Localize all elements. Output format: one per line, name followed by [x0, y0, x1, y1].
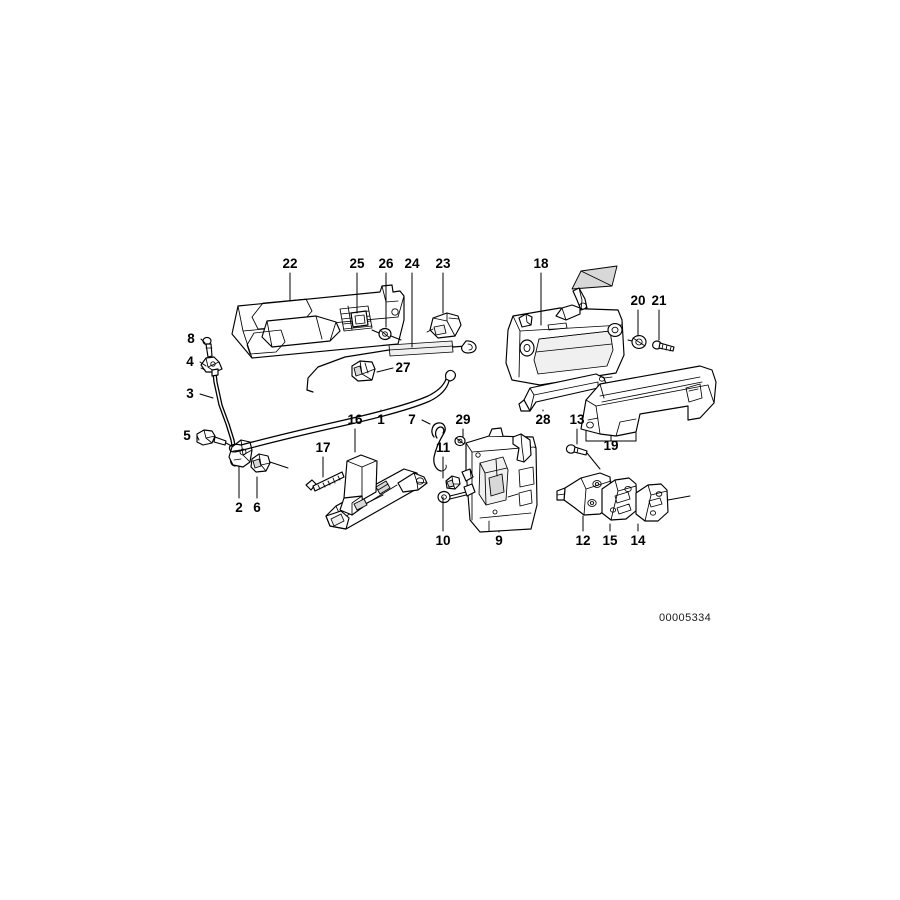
callout-19: 19 — [603, 435, 619, 453]
callout-number-10: 10 — [435, 533, 450, 548]
part-24-operating-rod-sleeve — [306, 340, 477, 393]
callout-leader-4 — [199, 361, 207, 367]
callout-number-16: 16 — [347, 412, 363, 427]
part-15-striker-shim-plate — [601, 477, 638, 521]
callout-number-21: 21 — [651, 293, 667, 308]
part-6-retaining-clip — [250, 453, 289, 473]
part-19-exterior-door-handle-grip — [580, 365, 717, 442]
callout-number-15: 15 — [602, 533, 618, 548]
callout-22: 22 — [282, 256, 298, 301]
callout-number-2: 2 — [235, 500, 243, 515]
part-1-connecting-rod — [228, 369, 456, 453]
callout-leader-27 — [376, 367, 394, 373]
part-22-interior-door-handle-bezel — [231, 284, 405, 359]
callout-8: 8 — [187, 331, 206, 346]
callout-number-20: 20 — [630, 293, 645, 308]
part-4-clip — [200, 356, 223, 373]
part-2-bellcrank-lever — [228, 439, 253, 468]
callout-number-26: 26 — [378, 256, 394, 271]
part-23-rod-clip-bracket — [426, 312, 462, 339]
part-7-hook-rod — [431, 422, 447, 472]
callout-11: 11 — [436, 440, 451, 479]
callout-7: 7 — [408, 412, 431, 427]
part-20-washer — [627, 335, 647, 349]
callout-6: 6 — [253, 476, 261, 515]
part-27-rod-guide-clip — [351, 360, 376, 382]
callout-18: 18 — [533, 256, 549, 326]
callout-number-11: 11 — [436, 440, 451, 455]
callout-26: 26 — [378, 256, 394, 328]
callout-5: 5 — [183, 428, 200, 443]
part-5-rod-end-socket — [196, 429, 244, 453]
callout-12: 12 — [575, 515, 591, 548]
callout-number-1: 1 — [377, 412, 385, 427]
callout-number-28: 28 — [535, 412, 551, 427]
callout-23: 23 — [435, 256, 451, 314]
callout-13: 13 — [569, 412, 585, 445]
part-28-handle-seal-gasket — [518, 373, 613, 412]
callout-16: 16 — [347, 412, 363, 453]
part-11-latch-clip — [445, 475, 461, 490]
callout-number-9: 9 — [495, 533, 503, 548]
part-17-actuator-screw — [305, 471, 345, 492]
callout-number-22: 22 — [282, 256, 297, 271]
callout-number-8: 8 — [187, 331, 195, 346]
part-29-nut — [454, 435, 466, 447]
callout-leader-3 — [199, 393, 214, 399]
part-13-striker-bolt — [565, 444, 601, 470]
callout-number-23: 23 — [435, 256, 451, 271]
callout-21: 21 — [651, 293, 667, 341]
part-26-grommet — [371, 327, 402, 341]
callout-1: 1 — [377, 409, 385, 427]
part-25-cover-cap — [350, 310, 369, 328]
callout-number-12: 12 — [575, 533, 590, 548]
callout-28: 28 — [535, 409, 551, 427]
callout-25: 25 — [349, 256, 365, 314]
callout-14: 14 — [630, 523, 646, 548]
callout-number-5: 5 — [183, 428, 191, 443]
callout-number-4: 4 — [186, 354, 194, 369]
part-9-door-latch-assembly — [461, 427, 538, 533]
part-12-door-striker — [556, 472, 613, 516]
callout-number-25: 25 — [349, 256, 365, 271]
callout-number-29: 29 — [455, 412, 470, 427]
part-14-striker-shim-plate-thin — [635, 483, 691, 522]
part-8-pin — [202, 336, 213, 358]
callout-17: 17 — [315, 440, 331, 478]
callout-leader-7 — [421, 419, 431, 425]
callout-4: 4 — [186, 354, 207, 369]
part-3-lock-rod — [211, 368, 237, 467]
callout-27: 27 — [376, 360, 411, 375]
callout-number-7: 7 — [408, 412, 416, 427]
part-21-screw — [652, 340, 675, 352]
callout-number-17: 17 — [315, 440, 330, 455]
callout-number-19: 19 — [603, 438, 618, 453]
callout-number-3: 3 — [186, 386, 194, 401]
callout-number-18: 18 — [533, 256, 549, 271]
callout-9: 9 — [495, 530, 503, 548]
callout-29: 29 — [455, 412, 471, 438]
callout-number-6: 6 — [253, 500, 261, 515]
callout-2: 2 — [235, 465, 243, 515]
callout-number-13: 13 — [569, 412, 585, 427]
callout-10: 10 — [435, 496, 451, 548]
callout-leader-5 — [196, 435, 200, 441]
callout-number-27: 27 — [395, 360, 410, 375]
callout-15: 15 — [602, 523, 618, 548]
callout-number-14: 14 — [630, 533, 646, 548]
diagram-id-label: 00005334 — [659, 612, 711, 624]
part-16-central-locking-actuator — [325, 454, 428, 530]
callout-24: 24 — [404, 256, 420, 348]
callout-20: 20 — [630, 293, 646, 337]
callout-3: 3 — [186, 386, 214, 401]
part-18-exterior-handle-base — [505, 265, 625, 386]
callout-number-24: 24 — [404, 256, 420, 271]
callout-leader-8 — [200, 338, 206, 344]
